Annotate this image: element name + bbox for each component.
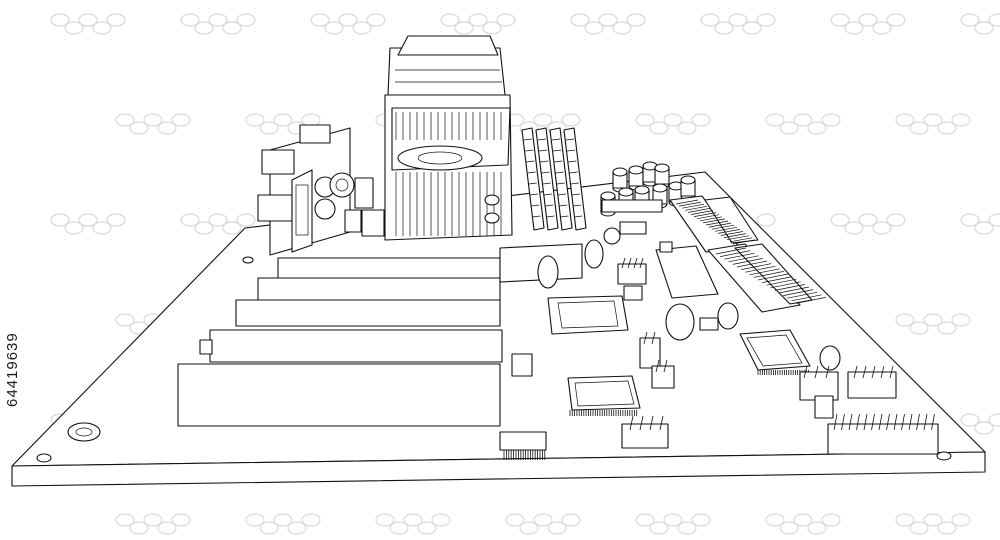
capacitor xyxy=(603,227,621,245)
cpu-cooler xyxy=(384,35,513,241)
audio-jack xyxy=(329,172,355,198)
ide-connectors xyxy=(669,195,826,313)
cpu-fan xyxy=(397,145,483,171)
capacitor xyxy=(717,302,739,330)
pci-slots xyxy=(177,243,583,427)
agp-slot xyxy=(177,363,501,427)
pin-header xyxy=(847,371,897,399)
mount-hole xyxy=(67,422,101,442)
ram-slots xyxy=(521,127,587,231)
vga-port xyxy=(257,194,293,222)
fan-header xyxy=(639,337,661,369)
pin-header xyxy=(621,423,669,449)
southbridge-chip xyxy=(567,375,641,411)
fan-header xyxy=(651,365,675,389)
serial-port xyxy=(261,149,295,175)
ic-chip xyxy=(511,353,533,377)
pin-headers xyxy=(537,227,939,455)
chipsets xyxy=(499,221,811,460)
stock-image-id: 64419639 xyxy=(4,332,21,408)
capacitor xyxy=(665,303,695,341)
mount-hole xyxy=(936,451,952,461)
capacitor xyxy=(819,345,841,371)
rear-io-panel xyxy=(257,124,385,256)
front-panel-header xyxy=(827,423,939,455)
io-controller-chip xyxy=(739,329,811,371)
mount-hole xyxy=(242,256,254,264)
capacitor xyxy=(537,255,559,289)
mount-hole xyxy=(36,453,52,463)
capacitor xyxy=(584,239,604,269)
northbridge-chip xyxy=(547,295,629,335)
ic-chip xyxy=(619,221,647,235)
ic-chip xyxy=(499,431,547,451)
bios-chip xyxy=(655,245,719,299)
